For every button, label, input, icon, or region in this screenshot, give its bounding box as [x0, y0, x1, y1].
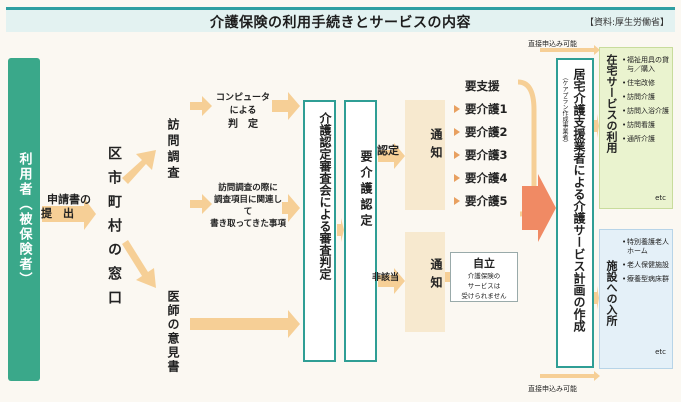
arrow-committee-to-care [337, 218, 344, 242]
list-item: 住宅改修 [622, 79, 672, 88]
page-title: 介護保険の利用手続きとサービスの内容 [210, 15, 471, 31]
direct-arrowhead-top [594, 45, 600, 55]
care-plan-label: 居宅介護支援業者による介護サービス計画の作成 [572, 68, 586, 332]
level-text: 要支援 [465, 78, 500, 93]
computer-judgment: コンピュータによる 判 定 [212, 92, 274, 131]
home-services-etc: etc [655, 194, 666, 202]
user-box: 利用者（被保険者） [8, 58, 40, 381]
direct-application-top: 直接申込み可能 [528, 40, 577, 48]
computer-judgment-line1: コンピュータによる [215, 93, 270, 116]
arrow-care-to-certified [378, 143, 405, 169]
user-label: 利用者（被保険者） [16, 152, 32, 287]
arrow-ward-to-visit [122, 150, 156, 184]
list-item: 特別養護老人ホーム [622, 238, 672, 256]
list-item: 療養型病床群 [622, 275, 672, 284]
independent-title: 自立 [473, 257, 495, 270]
level-text: 要介護4 [465, 170, 508, 185]
arrow-visit-to-computer [190, 96, 212, 116]
notify-upper-label: 通知 [429, 128, 443, 164]
home-services-label: 在宅サービスの利用 [605, 54, 618, 153]
arrow-survey-to-committee [282, 194, 300, 222]
facility-services-etc: etc [655, 348, 666, 356]
independent-desc1: 介護保険の [467, 272, 501, 280]
facility-services-list: 特別養護老人ホーム 老人保健施設 療養型病床群 [622, 238, 672, 289]
level-bullet-icon [454, 127, 460, 136]
care-levels-list: 要支援 要介護1 要介護2 要介護3 要介護4 要介護5 [454, 74, 516, 212]
list-item: 訪問入浴介護 [622, 107, 672, 116]
application-line1: 申請書の [47, 193, 91, 206]
level-bullet-icon [454, 104, 460, 113]
level-text: 要介護2 [465, 124, 508, 139]
arrow-ward-to-doctor [122, 240, 156, 288]
certified-label: 認定 [377, 144, 399, 157]
source-note: 【資料:厚生労働省】 [584, 18, 669, 28]
ward-office-label: 区市町村の窓口 [106, 146, 122, 314]
application-label: 申請書の 提 出 [41, 193, 91, 221]
level-item: 要介護1 [454, 97, 516, 120]
level-bullet-icon [454, 196, 460, 205]
arrow-care-to-nonapplicable [378, 268, 405, 294]
computer-judgment-line2: 判 定 [228, 119, 258, 130]
arrow-apply [42, 198, 96, 230]
independent-box: 自立 介護保険の サービスは 受けられません [450, 252, 518, 302]
level-item: 要介護5 [454, 189, 516, 212]
survey-items-line3: 書き取ってきた事項 [210, 219, 286, 229]
facility-services-panel: 施設への入所 特別養護老人ホーム 老人保健施設 療養型病床群 etc [599, 229, 673, 369]
arrow-computer-to-committee [272, 92, 300, 120]
list-item: 訪問看護 [622, 121, 672, 130]
level-bullet-icon [454, 150, 460, 159]
notify-lower-label: 通知 [429, 258, 443, 294]
home-services-panel: 在宅サービスの利用 福祉用具の貸与／購入 住宅改修 訪問介護 訪問入浴介護 訪問… [599, 47, 673, 209]
arrow-plan-to-facility [594, 286, 599, 310]
survey-items-line1: 訪問調査の際に [218, 183, 278, 193]
level-item: 要介護3 [454, 143, 516, 166]
arrow-plan-to-home [594, 114, 599, 138]
home-services-list: 福祉用具の貸与／購入 住宅改修 訪問介護 訪問入浴介護 訪問看護 通所介護 [622, 56, 672, 149]
list-item: 福祉用具の貸与／購入 [622, 56, 672, 74]
notify-upper-box: 通知 [405, 100, 445, 210]
independent-desc2: サービスは [467, 282, 501, 290]
survey-items-line2: 調査項目に関連して [213, 195, 282, 217]
list-item: 通所介護 [622, 135, 672, 144]
review-committee-label: 介護認定審査会による審査判定 [318, 112, 332, 280]
level-item: 要介護4 [454, 166, 516, 189]
facility-services-label: 施設への入所 [605, 260, 618, 326]
doctor-opinion-label: 医師の意見書 [166, 290, 180, 374]
list-item: 訪問介護 [622, 93, 672, 102]
care-plan-box: 居宅介護支援業者による介護サービス計画の作成 （ケアプラン作成事業者） [556, 58, 594, 368]
level-item: 要介護2 [454, 120, 516, 143]
arrow-visit-to-survey [190, 194, 212, 214]
care-certification-box: 要介護認定 [344, 100, 377, 362]
home-visit-label: 訪問調査 [166, 118, 180, 182]
list-item: 老人保健施設 [622, 261, 672, 270]
direct-application-bottom: 直接申込み可能 [528, 385, 577, 393]
not-applicable-label: 非該当 [372, 273, 400, 283]
level-text: 要介護5 [465, 193, 508, 208]
application-line2: 提 出 [41, 207, 74, 220]
care-certification-label: 要介護認定 [359, 150, 373, 230]
direct-arrowhead-bottom [594, 371, 600, 381]
notify-lower-box: 通知 [405, 232, 445, 332]
level-text: 要介護3 [465, 147, 508, 162]
care-plan-sub: （ケアプラン作成事業者） [561, 74, 568, 146]
title-bar: 介護保険の利用手続きとサービスの内容 【資料:厚生労働省】 [6, 7, 675, 32]
level-bullet-icon [454, 173, 460, 182]
level-item: 要支援 [454, 74, 516, 97]
arrow-doctor-to-committee [190, 310, 300, 338]
level-text: 要介護1 [465, 101, 508, 116]
review-committee-box: 介護認定審査会による審査判定 [303, 100, 336, 362]
arrow-to-care-plan [522, 174, 556, 242]
independent-desc3: 受けられません [461, 292, 507, 300]
survey-items-note: 訪問調査の際に 調査項目に関連して 書き取ってきた事項 [210, 182, 286, 230]
